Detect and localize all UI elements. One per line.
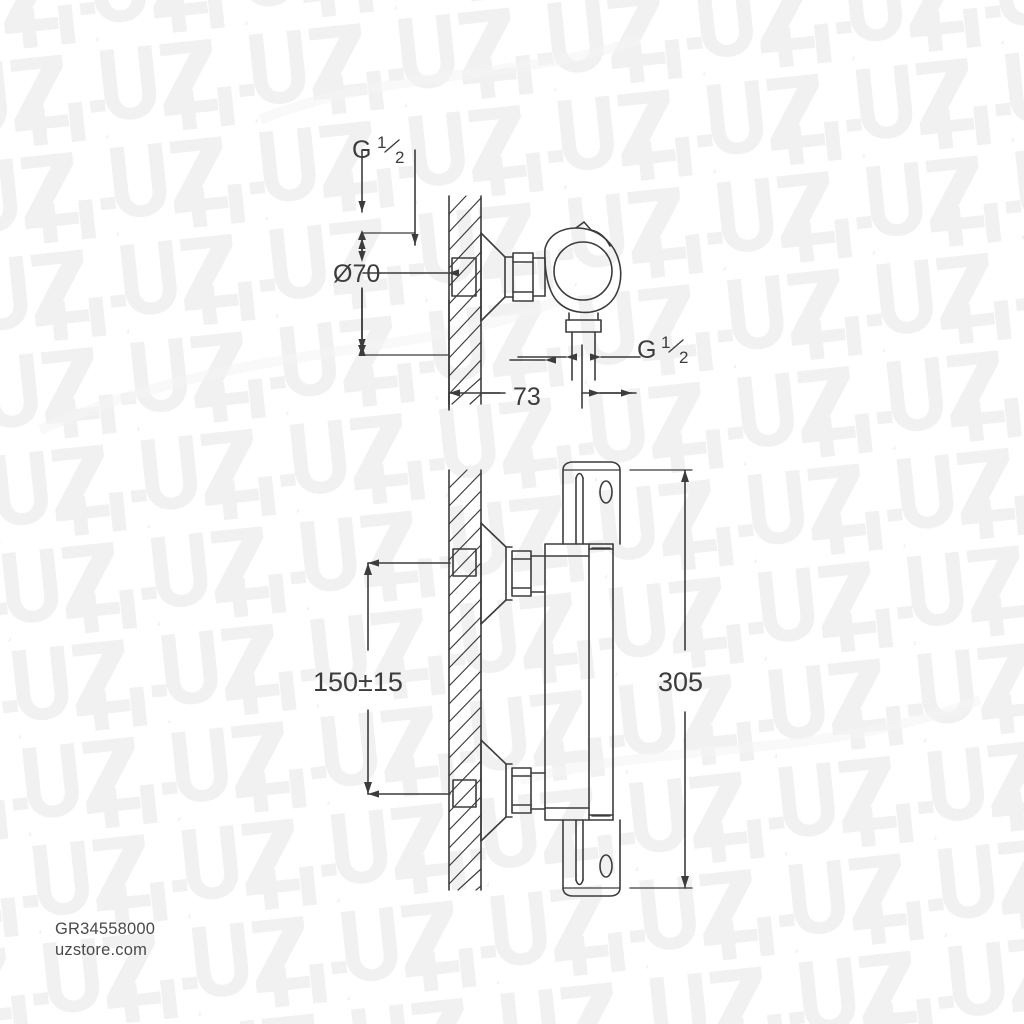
label-g-half-top-den: 2	[395, 148, 404, 167]
label-305: 305	[658, 667, 703, 697]
label-73: 73	[513, 383, 541, 411]
product-sku: GR34558000	[55, 920, 156, 938]
outlet-pipe-top-view	[565, 312, 602, 381]
escutcheon-top-view	[480, 232, 514, 322]
mixer-body-top-view	[544, 221, 622, 314]
ext-lines-diameter-70	[361, 232, 449, 356]
dim-diameter-70-extent	[358, 230, 366, 355]
escutcheon-lower-front	[452, 739, 546, 842]
dim-305	[629, 469, 693, 889]
label-g-half-outlet-den: 2	[679, 348, 688, 367]
label-diameter-70: Ø70	[333, 260, 380, 288]
label-150: 150±15	[313, 667, 403, 697]
dim-150	[364, 559, 451, 798]
mixer-body-front-view	[544, 543, 614, 821]
label-g-half-outlet-num: 1	[661, 333, 670, 352]
wall-top-view	[448, 195, 482, 405]
handle-top-front-view	[562, 461, 621, 545]
thread-stub-top-view	[451, 257, 477, 297]
label-g-half-outlet: G	[637, 336, 656, 364]
body-markings	[591, 547, 611, 817]
escutcheon-upper-front	[452, 522, 546, 625]
label-g-half-top-num: 1	[377, 133, 386, 152]
union-nut-top-view	[512, 252, 546, 302]
handle-bottom-front-view	[562, 819, 621, 897]
dim-73	[448, 356, 637, 411]
site-name: uzstore.com	[55, 941, 148, 959]
dim-73-arrows	[448, 299, 633, 409]
wall-front-view	[448, 469, 482, 891]
dim-g-half-top	[358, 149, 419, 246]
label-g-half-top: G	[352, 136, 371, 164]
